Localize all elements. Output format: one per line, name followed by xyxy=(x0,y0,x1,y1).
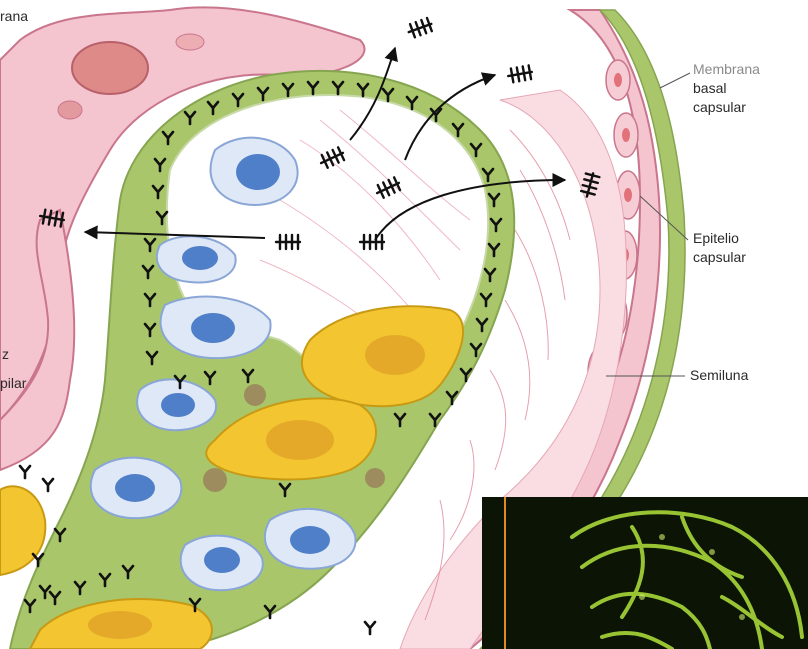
label-basal: basal xyxy=(693,79,726,98)
fluorescence-pattern xyxy=(482,497,808,649)
fluorescence-micrograph-inset xyxy=(482,497,808,649)
tubule-cell xyxy=(176,34,204,50)
label-semiluna: Semiluna xyxy=(690,366,748,385)
label-capsular-1: capsular xyxy=(693,98,746,117)
tubule-cell xyxy=(72,42,148,94)
cut-label-left-1: z xyxy=(2,345,9,364)
cut-label-left-2: pilar xyxy=(0,374,26,393)
label-capsular-2: capsular xyxy=(693,248,746,267)
label-epitelio: Epitelio xyxy=(693,229,739,248)
tubule-cell xyxy=(58,101,82,119)
cut-label-top-left: rana xyxy=(0,7,28,26)
label-membrana: Membrana xyxy=(693,60,760,79)
